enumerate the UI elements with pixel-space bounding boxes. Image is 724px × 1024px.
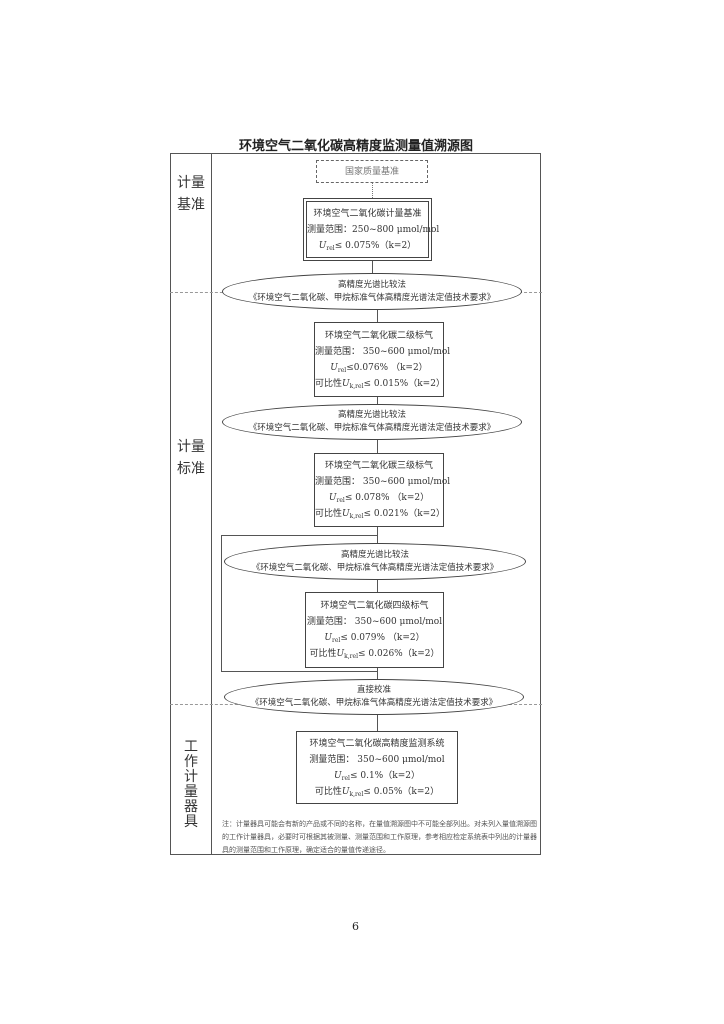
method-ref: 《环境空气二氧化碳、甲烷标准气体高精度光谱法定值技术要求》 [248, 292, 496, 303]
connector [377, 580, 378, 592]
diagram-title: 环境空气二氧化碳高精度监测量值溯源图 [238, 139, 473, 154]
box-name: 环境空气二氧化碳二级标气 [324, 330, 433, 341]
box-range: 测量范围： 350~600 μmol/mol [315, 477, 451, 487]
loop-connector [221, 535, 378, 672]
method-name: 高精度光谱比较法 [337, 410, 406, 420]
method-ellipse: 高精度光谱比较法 《环境空气二氧化碳、甲烷标准气体高精度光谱法定值技术要求》 [224, 543, 526, 580]
box-name: 环境空气二氧化碳计量基准 [313, 208, 422, 219]
method-ellipse: 高精度光谱比较法 《环境空气二氧化碳、甲烷标准气体高精度光谱法定值技术要求》 [222, 273, 522, 310]
box-range: 测量范围： 350~600 μmol/mol [309, 754, 445, 765]
section-label-standard: 计量标准 [177, 439, 205, 477]
box-name: 环境空气二氧化碳高精度监测系统 [309, 738, 445, 749]
box-uncertainty: Urel≤ 0.079% （k=2） [324, 633, 425, 644]
method-ref: 《环境空气二氧化碳、甲烷标准气体高精度光谱法定值技术要求》 [248, 423, 496, 433]
footnote: 注：计量器具可能会有新的产品或不同的名称，在量值溯源图中不可能全部列出。对未列入… [222, 820, 537, 854]
section-label-working: 工作计量器具 [184, 739, 198, 830]
box-range: 测量范围： 350~600 μmol/mol [306, 617, 443, 627]
national-standard-box: 国家质量基准 [316, 160, 428, 183]
box-uncertainty: Urel≤ 0.1%（k=2） [334, 770, 420, 782]
box-uncertainty: Urel≤ 0.075%（k=2） [318, 240, 417, 252]
box-comparability: 可比性Uk,rel≤ 0.015%（k=2） [315, 378, 445, 390]
box-uncertainty: Urel≤ 0.078% （k=2） [328, 493, 430, 504]
secondary-standard-box: 环境空气二氧化碳二级标气 测量范围： 350~600 μmol/mol Urel… [314, 322, 451, 397]
tertiary-standard-box: 环境空气二氧化碳三级标气 测量范围： 350~600 μmol/mol Urel… [314, 453, 451, 527]
method-ref: 《环境空气二氧化碳、甲烷标准气体高精度光谱法定值技术要求》 [250, 698, 498, 708]
connector [377, 715, 378, 731]
method-name: 直接校准 [356, 685, 391, 695]
box-range: 测量范围：250~800 μmol/mol [307, 224, 440, 235]
box-uncertainty: Urel≤0.076% （k=2） [330, 362, 428, 374]
box-comparability: 可比性Uk,rel≤ 0.05%（k=2） [314, 786, 440, 798]
method-name: 高精度光谱比较法 [340, 549, 409, 560]
box-range: 测量范围： 350~600 μmol/mol [315, 346, 451, 357]
box-comparability: 可比性Uk,rel≤ 0.021%（k=2） [315, 509, 445, 520]
box-comparability: 可比性Uk,rel≤ 0.026%（k=2） [309, 649, 440, 660]
monitoring-system-box: 环境空气二氧化碳高精度监测系统 测量范围： 350~600 μmol/mol U… [296, 731, 458, 804]
connector [377, 310, 378, 322]
section-label-primary: 计量基准 [177, 175, 205, 213]
connector [377, 397, 378, 405]
diagram-frame [170, 153, 541, 855]
connector [372, 183, 373, 198]
method-ellipse: 直接校准 《环境空气二氧化碳、甲烷标准气体高精度光谱法定值技术要求》 [224, 679, 524, 715]
quaternary-standard-box: 环境空气二氧化碳四级标气 测量范围： 350~600 μmol/mol Urel… [305, 592, 444, 668]
primary-standard-box: 环境空气二氧化碳计量基准 测量范围：250~800 μmol/mol Urel≤… [303, 198, 440, 261]
box-name: 环境空气二氧化碳四级标气 [320, 601, 429, 611]
connector [377, 668, 378, 679]
connector [372, 261, 373, 273]
page-number: 6 [352, 920, 359, 933]
method-ellipse: 高精度光谱比较法 《环境空气二氧化碳、甲烷标准气体高精度光谱法定值技术要求》 [222, 404, 522, 440]
method-name: 高精度光谱比较法 [337, 279, 406, 290]
national-standard-label: 国家质量基准 [344, 166, 399, 177]
box-name: 环境空气二氧化碳三级标气 [324, 461, 433, 471]
method-ref: 《环境空气二氧化碳、甲烷标准气体高精度光谱法定值技术要求》 [251, 562, 499, 573]
connector [377, 440, 378, 453]
section-column-divider [211, 153, 212, 855]
